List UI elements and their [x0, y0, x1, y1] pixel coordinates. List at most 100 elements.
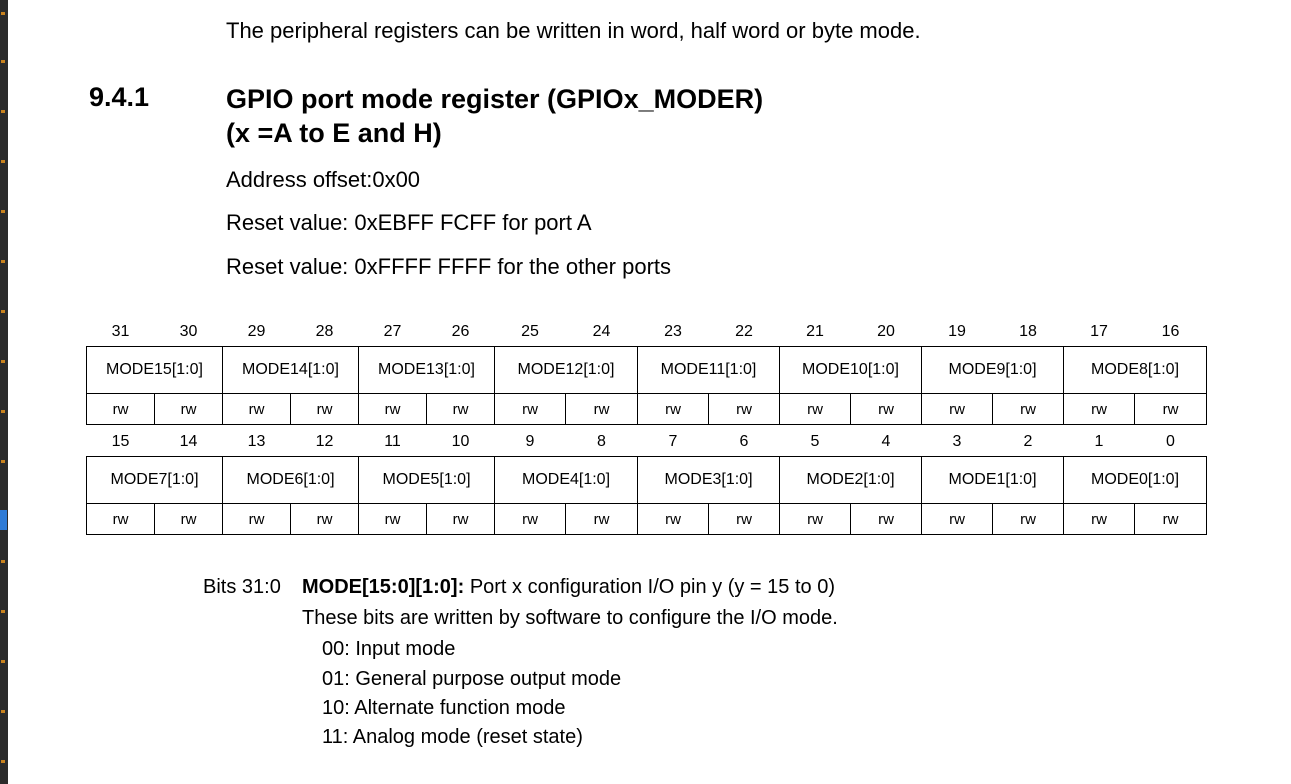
- bit-number: 7: [668, 433, 678, 450]
- gutter-tick: [1, 110, 5, 113]
- bit-number: 26: [451, 323, 470, 340]
- bit-number: 11: [384, 433, 401, 450]
- access-type: rw: [1063, 503, 1135, 535]
- register-field: MODE10[1:0]: [779, 346, 922, 394]
- access-type: rw: [222, 503, 291, 535]
- access-type: rw: [1063, 393, 1135, 425]
- register-field: MODE9[1:0]: [921, 346, 1064, 394]
- gutter-tick: [1, 610, 5, 613]
- gutter-tick: [1, 310, 5, 313]
- access-type: rw: [358, 503, 427, 535]
- register-field: MODE4[1:0]: [494, 456, 638, 504]
- bit-number: 13: [247, 433, 266, 450]
- field-heading: MODE[15:0][1:0]: Port x configuration I/…: [302, 576, 835, 599]
- register-field: MODE13[1:0]: [358, 346, 495, 394]
- access-type: rw: [921, 393, 993, 425]
- access-type: rw: [290, 503, 359, 535]
- bit-number: 17: [1090, 323, 1108, 340]
- access-type: rw: [921, 503, 993, 535]
- mode-option: 00: Input mode: [322, 638, 456, 660]
- access-type: rw: [708, 503, 780, 535]
- bit-number: 0: [1166, 433, 1175, 450]
- gutter-tick: [1, 60, 5, 63]
- section-title-line2: (x =A to E and H): [226, 118, 442, 148]
- register-field: MODE1[1:0]: [921, 456, 1064, 504]
- bit-number: 22: [735, 323, 753, 340]
- intro-text: The peripheral registers can be written …: [226, 18, 921, 43]
- register-field: MODE8[1:0]: [1063, 346, 1207, 394]
- access-type: rw: [86, 393, 155, 425]
- register-field: MODE7[1:0]: [86, 456, 223, 504]
- access-type: rw: [494, 503, 566, 535]
- bit-number: 3: [952, 433, 962, 450]
- current-position-marker[interactable]: [0, 510, 7, 530]
- bit-number: 15: [111, 433, 130, 450]
- gutter-tick: [1, 160, 5, 163]
- gutter-tick: [1, 660, 5, 663]
- register-table-lower: 15 14 13 12 11 10 9 8 7 6 5 4 3 2 1 0 MO…: [86, 428, 1207, 535]
- bit-number: 28: [315, 323, 334, 340]
- bit-number: 24: [592, 323, 611, 340]
- register-field: MODE12[1:0]: [494, 346, 638, 394]
- left-gutter: [0, 0, 8, 784]
- reset-value-port-a: Reset value: 0xEBFF FCFF for port A: [226, 210, 592, 235]
- bits-label: Bits 31:0: [203, 576, 281, 598]
- access-type: rw: [494, 393, 566, 425]
- register-field: MODE5[1:0]: [358, 456, 495, 504]
- access-type: rw: [565, 393, 638, 425]
- mode-option: 10: Alternate function mode: [322, 697, 566, 719]
- access-type: rw: [992, 393, 1064, 425]
- gutter-tick: [1, 410, 5, 413]
- address-offset: Address offset:0x00: [226, 167, 421, 192]
- bit-number: 6: [739, 433, 749, 450]
- bit-number: 18: [1019, 323, 1037, 340]
- bit-number: 31: [111, 323, 130, 340]
- bit-number: 1: [1094, 433, 1104, 450]
- access-type: rw: [358, 393, 427, 425]
- mode-option: 01: General purpose output mode: [322, 668, 622, 690]
- register-field: MODE2[1:0]: [779, 456, 922, 504]
- access-row: rw rw rw rw rw rw rw rw rw rw rw rw rw r…: [86, 503, 1207, 535]
- register-field: MODE11[1:0]: [637, 346, 780, 394]
- bit-number: 23: [664, 323, 682, 340]
- access-type: rw: [565, 503, 638, 535]
- bit-number: 4: [881, 433, 891, 450]
- register-field: MODE14[1:0]: [222, 346, 359, 394]
- access-type: rw: [154, 393, 223, 425]
- access-type: rw: [86, 503, 155, 535]
- field-summary: Port x configuration I/O pin y (y = 15 t…: [469, 576, 835, 598]
- access-type: rw: [1134, 503, 1207, 535]
- bit-number: 29: [247, 323, 266, 340]
- access-type: rw: [154, 503, 223, 535]
- gutter-tick: [1, 460, 5, 463]
- access-type: rw: [992, 503, 1064, 535]
- bit-number: 10: [451, 433, 470, 450]
- register-field: MODE15[1:0]: [86, 346, 223, 394]
- field-row: MODE15[1:0] MODE14[1:0] MODE13[1:0] MODE…: [86, 346, 1207, 394]
- bit-number: 19: [948, 323, 966, 340]
- bit-number: 20: [877, 323, 895, 340]
- bit-number: 5: [810, 433, 820, 450]
- field-name: MODE[15:0][1:0]:: [302, 576, 465, 598]
- section-number: 9.4.1: [89, 82, 150, 112]
- register-field: MODE0[1:0]: [1063, 456, 1207, 504]
- access-type: rw: [1134, 393, 1207, 425]
- register-field: MODE6[1:0]: [222, 456, 359, 504]
- access-type: rw: [637, 393, 709, 425]
- mode-option: 11: Analog mode (reset state): [322, 726, 583, 748]
- section-title-line1: GPIO port mode register (GPIOx_MODER): [226, 84, 764, 114]
- section-title: GPIO port mode register (GPIOx_MODER) (x…: [226, 82, 763, 150]
- bit-number: 16: [1161, 323, 1180, 340]
- access-type: rw: [779, 503, 851, 535]
- bit-number: 12: [315, 433, 334, 450]
- field-description: These bits are written by software to co…: [302, 607, 838, 629]
- access-type: rw: [426, 393, 495, 425]
- access-type: rw: [850, 393, 922, 425]
- gutter-tick: [1, 360, 5, 363]
- access-type: rw: [426, 503, 495, 535]
- gutter-tick: [1, 260, 5, 263]
- bit-number-row: 15 14 13 12 11 10 9 8 7 6 5 4 3 2 1 0: [87, 428, 1207, 457]
- bit-number-row: 31 30 29 28 27 26 25 24 23 22 21 20 19 1…: [87, 318, 1207, 347]
- access-row: rw rw rw rw rw rw rw rw rw rw rw rw rw r…: [86, 393, 1207, 425]
- bit-number: 27: [383, 323, 402, 340]
